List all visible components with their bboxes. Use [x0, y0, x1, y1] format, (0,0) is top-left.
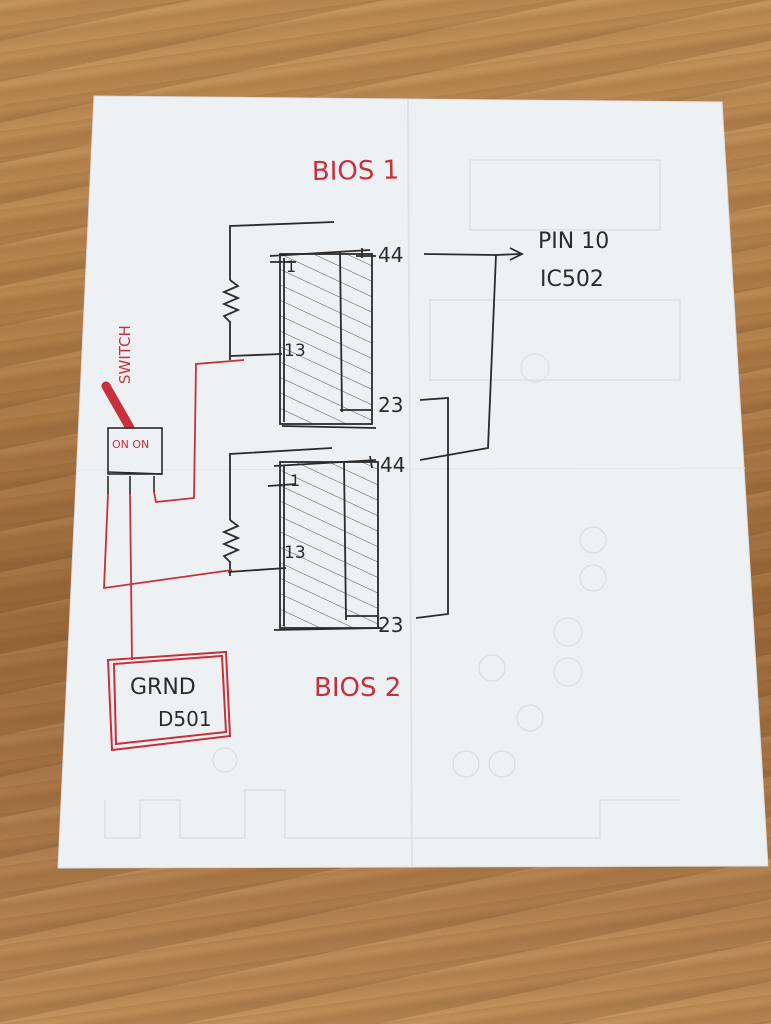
toggle-switch: [101, 381, 163, 475]
pin44-bus-wires: [419, 247, 525, 461]
switch-label: SWITCH: [116, 325, 134, 384]
switch-body: [107, 427, 163, 475]
switch-red-wires: [103, 359, 245, 661]
chip-2-body: [279, 461, 379, 629]
paper-fold-horizontal: [75, 467, 746, 471]
chip1-pin13-label: 13: [284, 341, 306, 361]
ground-label: GRND: [130, 675, 196, 700]
switch-pins: [107, 476, 155, 494]
bios1-title: BIOS 1: [312, 155, 400, 187]
chip-1: [269, 248, 377, 429]
chip2-pin44-label: 44: [380, 453, 405, 477]
chip1-pin44-label: 44: [378, 243, 403, 267]
chip1-pin23-label: 23: [378, 393, 403, 417]
bios2-title: BIOS 2: [314, 673, 401, 703]
chip2-pin13-label: 13: [284, 543, 306, 563]
target-ic-label: IC502: [540, 267, 604, 292]
switch-positions-label: ON ON: [112, 438, 149, 451]
chip-2: [273, 455, 383, 631]
chip2-pin23-label: 23: [378, 613, 403, 637]
chip-2-pullup-network: [221, 447, 333, 576]
pin23-bus-wires: [415, 397, 449, 619]
chip-1-body: [279, 253, 373, 425]
ground-box: [106, 650, 232, 752]
show-through-marks: [104, 159, 681, 839]
chip1-pin1-label: 1: [286, 257, 296, 276]
paper-fold: [407, 99, 413, 867]
paper-sheet: [57, 95, 769, 869]
chip-1-pullup-network: [221, 221, 335, 360]
switch-lever: [101, 381, 135, 433]
ground-ref-label: D501: [158, 707, 212, 731]
target-pin-label: PIN 10: [538, 229, 609, 254]
chip2-pin1-label: 1: [290, 471, 300, 490]
